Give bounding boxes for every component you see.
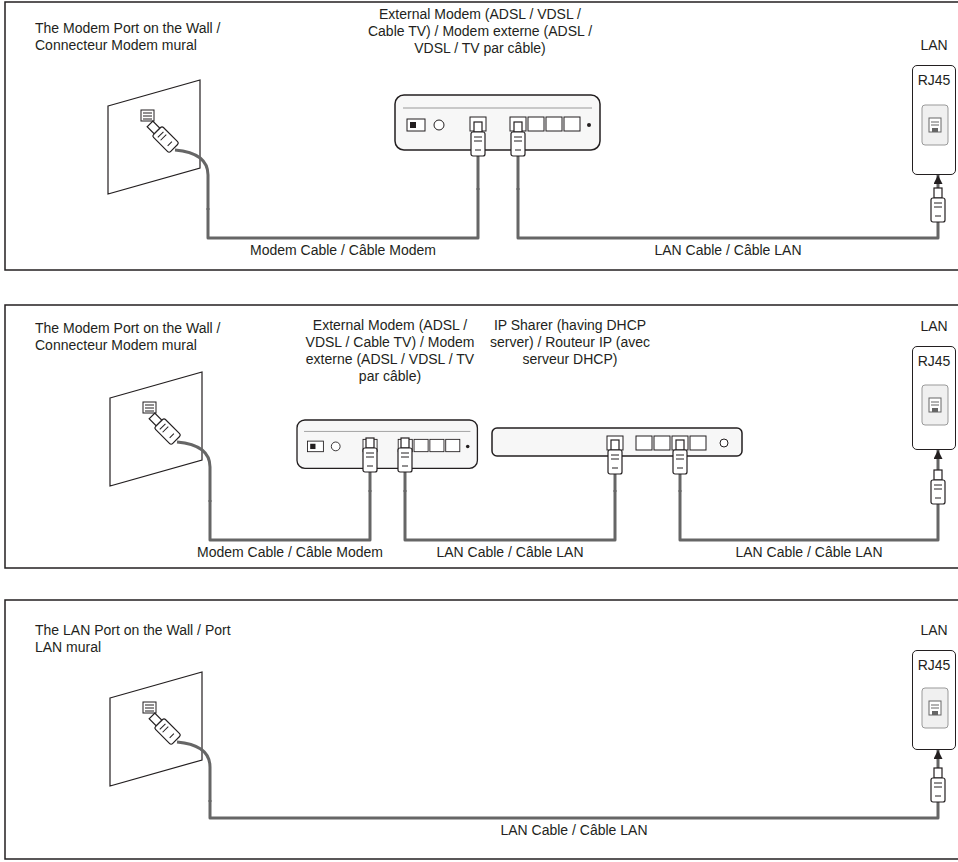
device-label: External Modem (ADSL / VDSL / Cable TV) … bbox=[295, 317, 485, 385]
network-cable bbox=[210, 750, 938, 818]
device-node: The LAN Port on the Wall / Port LAN mura… bbox=[35, 622, 260, 800]
wall-port bbox=[110, 672, 210, 802]
cable-label: LAN Cable / Câble LAN bbox=[731, 544, 886, 561]
panel-frame bbox=[5, 305, 958, 568]
network-cable bbox=[405, 490, 615, 540]
lan-port-box: LAN RJ45 bbox=[912, 622, 956, 750]
lan-port-frame: RJ45 bbox=[912, 65, 956, 175]
device-label: External Modem (ADSL / VDSL / Cable TV) … bbox=[365, 6, 595, 57]
cable-label: LAN Cable / Câble LAN bbox=[496, 822, 651, 839]
rj45-plug bbox=[398, 438, 412, 472]
device-node: The Modem Port on the Wall / Connecteur … bbox=[35, 20, 260, 208]
network-cable bbox=[518, 175, 938, 238]
rj45-plug bbox=[363, 438, 377, 472]
port-heading: LAN bbox=[912, 37, 956, 65]
port-heading: LAN bbox=[912, 622, 956, 650]
rj45-plug bbox=[931, 470, 945, 504]
cable-label: LAN Cable / Câble LAN bbox=[650, 242, 805, 259]
rj45-plug bbox=[673, 440, 687, 474]
network-cable bbox=[680, 450, 938, 540]
rj45-socket bbox=[922, 688, 948, 728]
device-node: IP Sharer (having DHCP server) / Routeur… bbox=[485, 317, 690, 490]
rj45-plug bbox=[608, 440, 622, 474]
rj45-plug bbox=[931, 188, 945, 222]
device-label: The LAN Port on the Wall / Port LAN mura… bbox=[35, 622, 260, 656]
wall-port bbox=[110, 372, 210, 502]
cable-label: Modem Cable / Câble Modem bbox=[246, 242, 440, 259]
rj45-socket bbox=[922, 105, 948, 145]
device-node: The Modem Port on the Wall / Connecteur … bbox=[35, 320, 260, 500]
device-node: External Modem (ADSL / VDSL / Cable TV) … bbox=[295, 317, 485, 490]
rj45-plug bbox=[931, 768, 945, 802]
device-label: IP Sharer (having DHCP server) / Routeur… bbox=[485, 317, 690, 368]
lan-port-frame: RJ45 bbox=[912, 346, 956, 450]
modem-device bbox=[297, 420, 477, 468]
device-node: External Modem (ADSL / VDSL / Cable TV) … bbox=[365, 6, 595, 188]
port-label: RJ45 bbox=[913, 353, 955, 370]
cable-label: Modem Cable / Câble Modem bbox=[193, 544, 387, 561]
device-label: The Modem Port on the Wall / Connecteur … bbox=[35, 320, 260, 354]
port-heading: LAN bbox=[912, 318, 956, 346]
cable-label: LAN Cable / Câble LAN bbox=[432, 544, 587, 561]
device-label: The Modem Port on the Wall / Connecteur … bbox=[35, 20, 260, 54]
port-label: RJ45 bbox=[913, 657, 955, 674]
modem-device bbox=[395, 95, 600, 150]
rj45-plug bbox=[511, 122, 525, 156]
panel-frame bbox=[5, 2, 958, 270]
wall-port bbox=[108, 80, 208, 210]
rj45-socket bbox=[922, 385, 948, 425]
lan-port-box: LAN RJ45 bbox=[912, 318, 956, 450]
rj45-plug bbox=[471, 122, 485, 156]
port-label: RJ45 bbox=[913, 72, 955, 89]
lan-port-box: LAN RJ45 bbox=[912, 37, 956, 175]
network-cable bbox=[208, 188, 478, 238]
lan-port-frame: RJ45 bbox=[912, 650, 956, 750]
network-cable bbox=[210, 490, 370, 540]
panel-frame bbox=[5, 600, 958, 859]
